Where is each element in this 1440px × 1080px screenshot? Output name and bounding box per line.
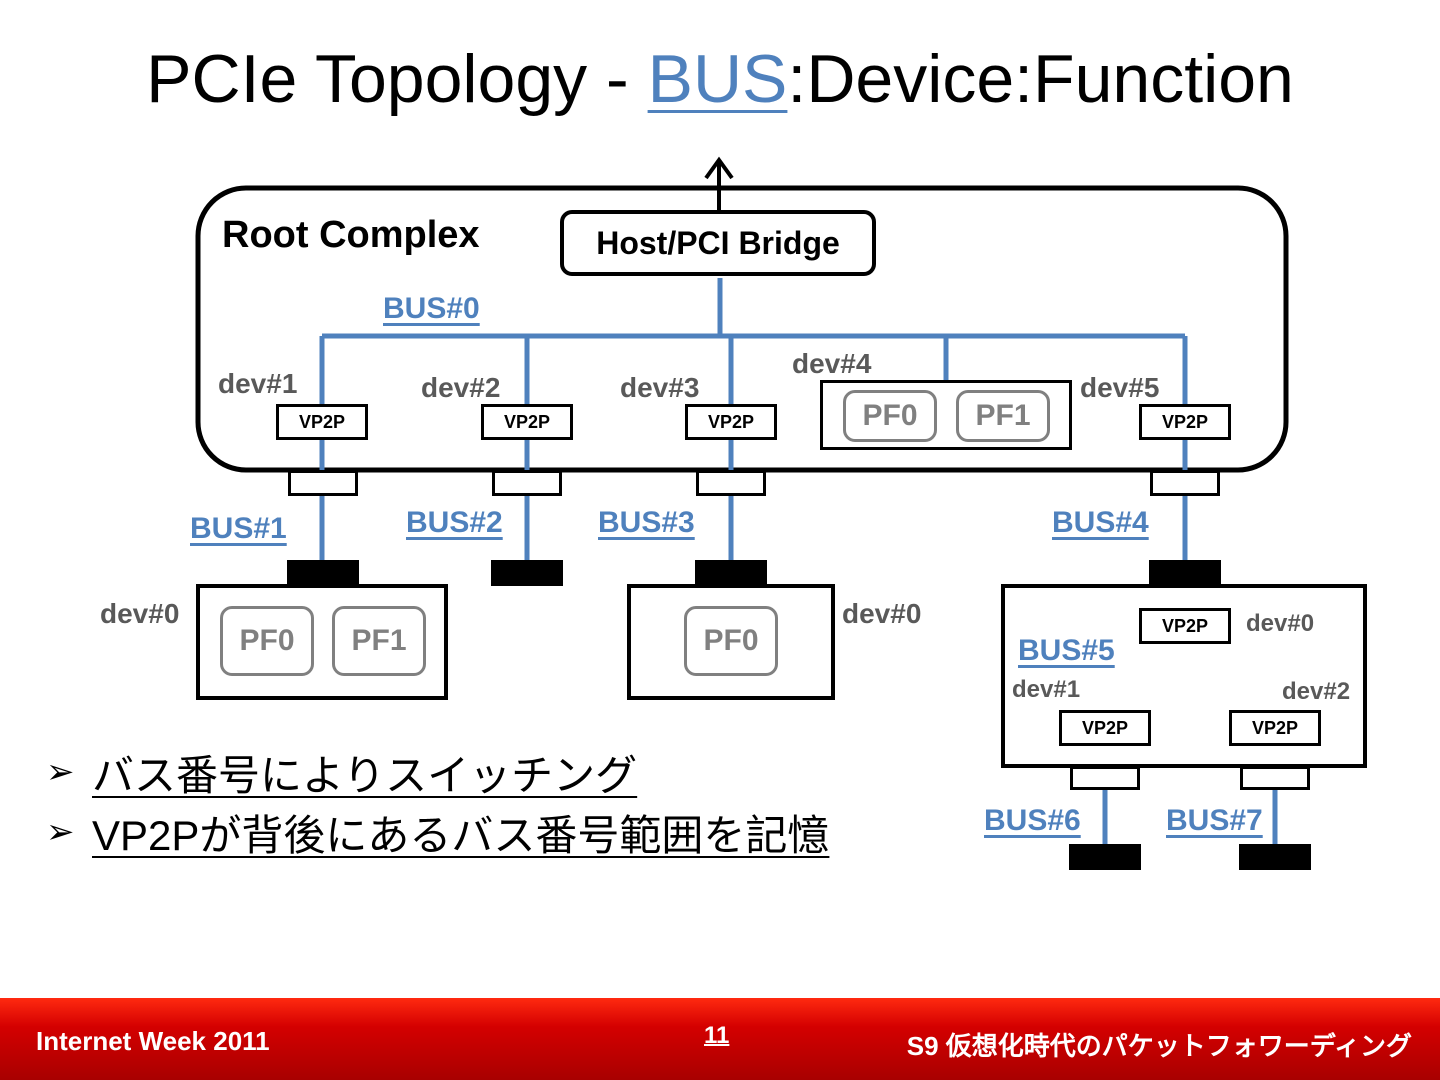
bus0-label: BUS#0 (383, 292, 480, 325)
bus7-label: BUS#7 (1166, 804, 1263, 837)
connector-bus7 (1239, 844, 1311, 870)
endpoint-bus1-dev-label: dev#0 (100, 598, 180, 629)
bullet-item: ➢ バス番号によりスイッチング (46, 742, 829, 802)
dev2-label: dev#2 (421, 372, 501, 403)
switch-port-2 (1240, 766, 1310, 790)
root-port-2 (492, 470, 562, 496)
footer-bar: Internet Week 2011 11 S9 仮想化時代のパケットフォワーデ… (0, 998, 1440, 1080)
root-port-5 (1150, 470, 1220, 496)
root-port-1 (288, 470, 358, 496)
connector-bus4 (1149, 560, 1221, 586)
bus6-label: BUS#6 (984, 804, 1081, 837)
dev1-label: dev#1 (218, 368, 298, 399)
vp2p-dev3: VP2P (685, 404, 777, 440)
upstream-arrowhead (704, 156, 734, 180)
vp2p-dev5: VP2P (1139, 404, 1231, 440)
endpoint-bus3-pf0: PF0 (684, 606, 778, 676)
bullet-item: ➢ VP2Pが背後にあるバス番号範囲を記憶 (46, 802, 829, 862)
switch-upstream-dev-label: dev#0 (1246, 610, 1315, 637)
vp2p-dev1: VP2P (276, 404, 368, 440)
title-prefix: PCIe Topology - (146, 41, 648, 117)
bullet-arrow-icon: ➢ (46, 753, 75, 791)
dev4-pf1: PF1 (956, 390, 1050, 442)
dev3-label: dev#3 (620, 372, 700, 403)
host-pci-bridge: Host/PCI Bridge (560, 210, 876, 276)
bus5-label: BUS#5 (1018, 634, 1115, 667)
title-highlight: BUS (647, 41, 788, 117)
connector-bus6 (1069, 844, 1141, 870)
footer-session: S9 仮想化時代のパケットフォワーディング (906, 1031, 1412, 1061)
bullet-arrow-icon: ➢ (46, 813, 75, 851)
footer-event: Internet Week 2011 (36, 1026, 270, 1056)
bus1-label: BUS#1 (190, 512, 287, 545)
bus2-label: BUS#2 (406, 506, 503, 539)
bus3-label: BUS#3 (598, 506, 695, 539)
switch-vp2p-upstream: VP2P (1139, 608, 1231, 644)
dev4-label: dev#4 (792, 348, 872, 379)
dev5-label: dev#5 (1080, 372, 1160, 403)
switch-vp2p-dev1: VP2P (1059, 710, 1151, 746)
connector-bus2 (491, 560, 563, 586)
switch-dev2-label: dev#2 (1282, 678, 1351, 705)
endpoint-bus3-dev-label: dev#0 (842, 598, 922, 629)
endpoint-bus1-pf1: PF1 (332, 606, 426, 676)
root-complex-label: Root Complex (222, 214, 480, 256)
dev4-pf0: PF0 (843, 390, 937, 442)
slide-title: PCIe Topology - BUS:Device:Function (0, 40, 1440, 118)
title-suffix: :Device:Function (787, 41, 1294, 117)
bus4-label: BUS#4 (1052, 506, 1149, 539)
bullet-text: VP2Pが背後にあるバス番号範囲を記憶 (92, 811, 830, 859)
switch-port-1 (1070, 766, 1140, 790)
connector-bus3 (695, 560, 767, 586)
endpoint-bus1-pf0: PF0 (220, 606, 314, 676)
vp2p-dev2: VP2P (481, 404, 573, 440)
switch-vp2p-dev2: VP2P (1229, 710, 1321, 746)
bullet-text: バス番号によりスイッチング (92, 751, 638, 799)
page-number: 11 (704, 1022, 730, 1049)
bullet-list: ➢ バス番号によりスイッチング ➢ VP2Pが背後にあるバス番号範囲を記憶 (46, 742, 829, 862)
switch-dev1-label: dev#1 (1012, 676, 1081, 703)
connector-bus1 (287, 560, 359, 586)
root-port-3 (696, 470, 766, 496)
